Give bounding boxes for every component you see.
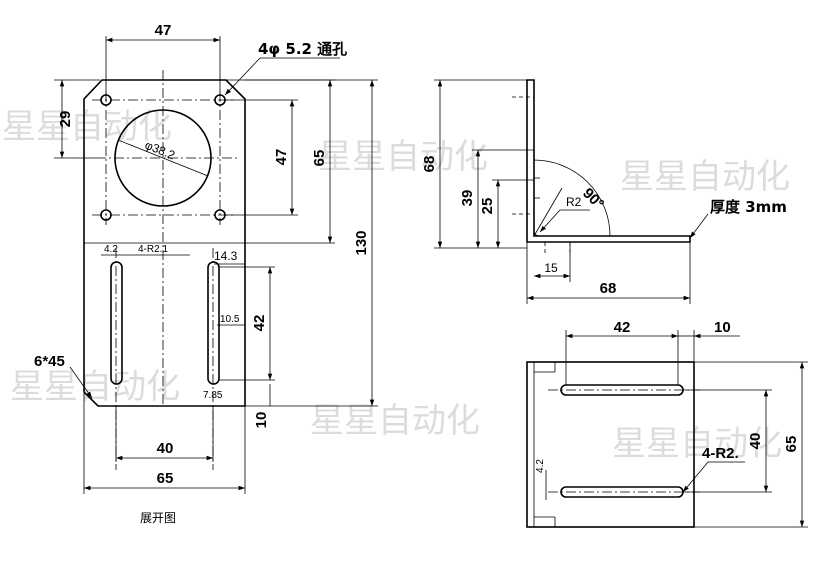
dim-hole-spacing-vertical: 47: [273, 149, 290, 166]
bottom-slot-radius-callout: 4-R2.: [702, 445, 739, 462]
bottom-view: 42 10 40 65 4-R2. 4.2: [526, 319, 808, 528]
dim-bottom-end-margin: 10: [714, 319, 731, 336]
watermark-right: 星星自动化: [620, 157, 790, 197]
dim-bottom-slot-spacing: 40: [747, 433, 764, 450]
dim-hole-spacing-top: 47: [155, 22, 172, 39]
dim-slot-spacing: 40: [157, 440, 174, 457]
bend-angle-label: 90°: [579, 185, 607, 213]
bottom-outline: [526, 361, 695, 528]
dim-bend-to-hole: 39: [459, 190, 476, 207]
angle-arc: [533, 159, 611, 237]
slot-radius-callout: 4-R2.1: [138, 244, 168, 255]
bore-circle: [114, 109, 212, 207]
holes-callout: 4φ 5.2 通孔: [258, 40, 347, 58]
bend-radius-label: R2: [566, 195, 582, 209]
chamfer-leader: [69, 366, 93, 399]
angle-ray: [533, 187, 563, 237]
dim-plate-width: 65: [157, 470, 174, 487]
bend-inner-radius: [533, 229, 541, 237]
watermark-bottom-left: 星星自动化: [10, 367, 180, 407]
flat-outline: [83, 79, 246, 407]
bore-diameter-line: [117, 139, 209, 177]
dim-slot-offset: 4.2: [104, 244, 118, 255]
dim-bend-inner: 15: [544, 261, 558, 275]
thickness-leader: [689, 213, 709, 239]
watermark-bottom-center: 星星自动化: [310, 401, 480, 441]
dim-slot-width: 10.5: [220, 314, 240, 325]
flat-pattern-caption: 展开图: [140, 511, 176, 525]
dim-base-length: 68: [600, 280, 617, 297]
holes-leader: [224, 57, 340, 96]
slot-left: [110, 261, 123, 385]
dim-side-height: 68: [421, 156, 438, 173]
watermark-center: 星星自动化: [318, 137, 488, 177]
bend-radius-leader: [539, 209, 590, 233]
flat-pattern-view: φ38.2 47 4φ 5.2 通孔 29 47 65: [34, 22, 378, 525]
dim-hole-offset: 25: [479, 198, 496, 215]
slot-radius-leader: [682, 461, 745, 493]
watermark-bottom-right: 星星自动化: [612, 424, 782, 464]
dim-bottom-slot-length: 42: [614, 319, 631, 336]
dim-bottom-width: 65: [783, 436, 800, 453]
dim-total-height: 130: [353, 230, 370, 255]
slot-right: [207, 261, 220, 385]
dim-slot-top: 14.3: [214, 249, 238, 263]
dim-bottom-edge: 10: [253, 412, 270, 429]
dim-plate-upper: 65: [311, 150, 328, 167]
dim-slot-end: 7.85: [203, 390, 223, 401]
dim-top-edge: 29: [57, 111, 74, 128]
mount-hole: [100, 209, 112, 221]
chamfer-callout: 6*45: [34, 353, 65, 370]
dim-bottom-offset: 4.2: [535, 459, 546, 473]
watermark-group: 星星自动化 星星自动化 星星自动化 星星自动化 星星自动化 星星自动化: [2, 107, 790, 464]
dim-slot-length: 42: [251, 315, 268, 332]
thickness-callout: 厚度 3mm: [710, 198, 787, 216]
